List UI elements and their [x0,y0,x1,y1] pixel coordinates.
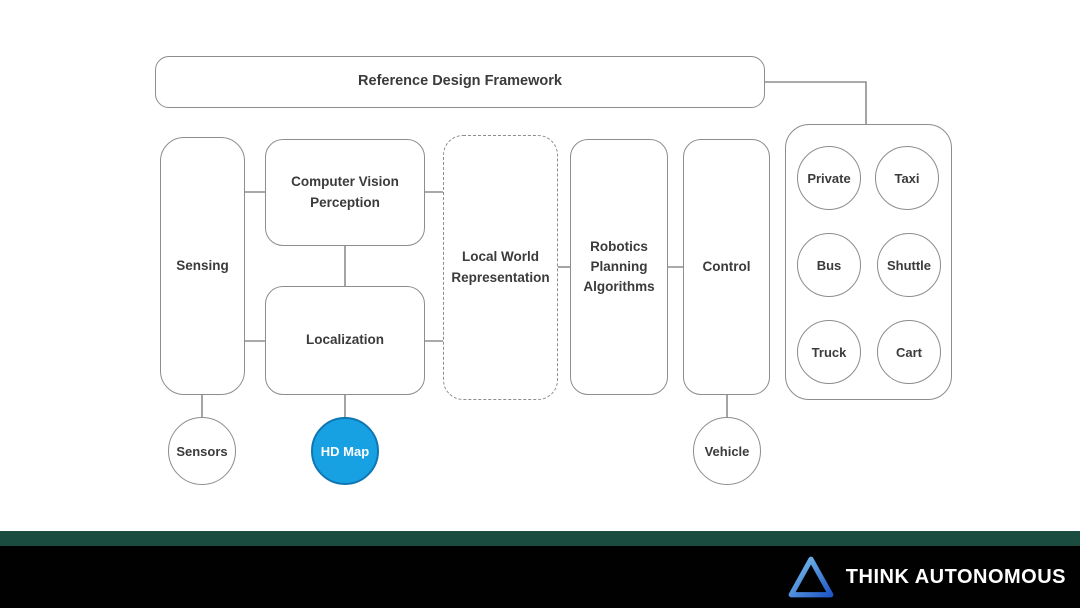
think-autonomous-triangle-logo-icon [788,556,834,598]
node-local-world-representation: Local World Representation [443,135,558,400]
vehicle-type-shuttle: Shuttle [877,233,941,297]
connector-framework-to-vehicles [765,81,867,126]
vehicle-type-cart-label: Cart [895,344,922,360]
node-localization-label: Localization [305,332,384,348]
node-sensors: Sensors [168,417,236,485]
footer-bar: THINK AUTONOMOUS [0,546,1080,608]
node-control: Control [683,139,770,395]
vehicle-type-private-label: Private [807,170,851,186]
framework-title-box: Reference Design Framework [155,56,765,108]
node-hd-map: HD Map [311,417,379,485]
footer-accent-bar [0,531,1080,546]
node-control-label: Control [702,258,751,274]
vehicle-type-shuttle-label: Shuttle [886,257,932,273]
node-sensors-label: Sensors [176,443,228,459]
vehicle-type-taxi: Taxi [875,146,939,210]
node-sensing: Sensing [160,137,245,395]
node-vehicle: Vehicle [693,417,761,485]
node-vehicle-label: Vehicle [704,443,750,459]
node-sensing-label: Sensing [176,257,229,273]
vehicle-type-taxi-label: Taxi [894,170,920,186]
node-localization: Localization [265,286,425,395]
vehicle-type-private: Private [797,146,861,210]
node-robotics-planning-algorithms-label: Robotics Planning Algorithms [583,238,655,295]
vehicle-type-truck-label: Truck [811,344,847,360]
vehicle-type-cart: Cart [877,320,941,384]
vehicle-type-bus-label: Bus [816,257,842,273]
framework-title-label: Reference Design Framework [358,73,562,90]
node-computer-vision-perception-label: Computer Vision Perception [291,174,399,210]
node-hd-map-label: HD Map [320,443,370,459]
node-robotics-planning-algorithms: Robotics Planning Algorithms [570,139,668,395]
vehicle-type-truck: Truck [797,320,861,384]
node-local-world-representation-label: Local World Representation [451,249,550,285]
node-computer-vision-perception: Computer Vision Perception [265,139,425,246]
vehicle-type-bus: Bus [797,233,861,297]
brand-name: THINK AUTONOMOUS [845,565,1066,588]
